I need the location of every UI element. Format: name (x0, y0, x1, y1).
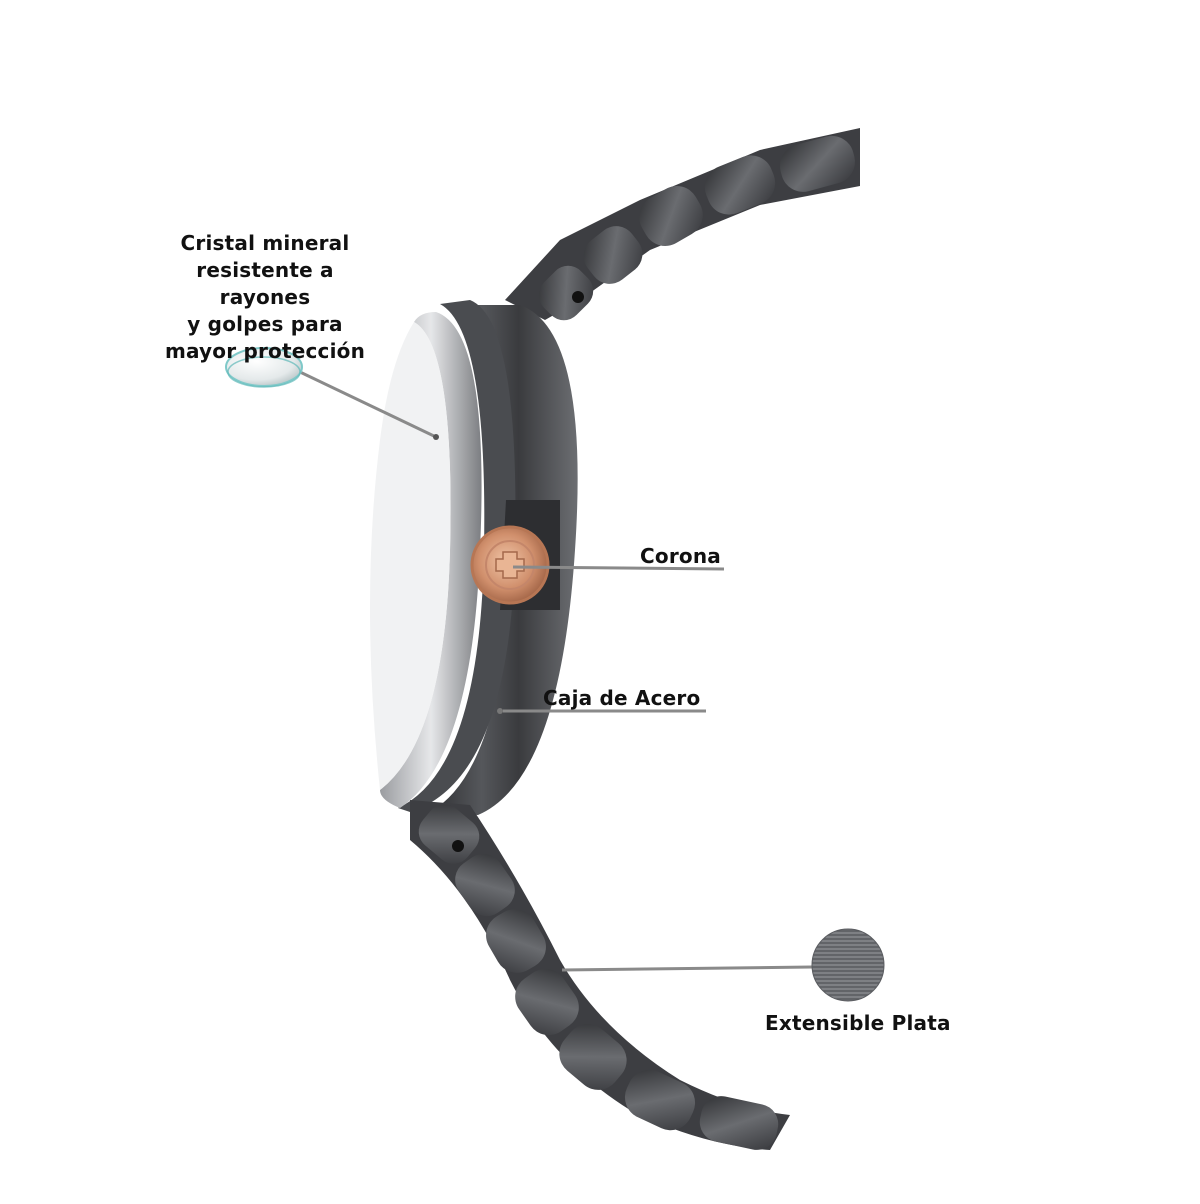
upper-bracelet (505, 128, 860, 321)
bracelet-callout-label: Extensible Plata (765, 1011, 951, 1035)
crystal-callout-line-1: Cristal mineral (180, 231, 350, 255)
brushed-steel-swatch-icon (811, 928, 885, 1002)
crystal-callout-line-4: mayor protección (164, 339, 366, 363)
lower-bracelet (410, 800, 790, 1150)
crystal-callout-line-2: resistente a rayones (196, 258, 334, 309)
crystal-callout-line-3: y golpes para (187, 312, 343, 336)
crown-leader-line (512, 565, 725, 571)
crystal-leader-line (299, 370, 437, 439)
crystal-callout-label: Cristal mineral resistente a rayones y g… (150, 230, 380, 365)
case-callout-label: Caja de Acero (543, 686, 701, 710)
bracelet-leader-line (561, 965, 813, 972)
leader-lines (299, 370, 813, 972)
crown-graphic (470, 525, 550, 605)
mineral-crystal-lens-icon (225, 347, 303, 388)
crown-callout-label: Corona (640, 544, 721, 568)
